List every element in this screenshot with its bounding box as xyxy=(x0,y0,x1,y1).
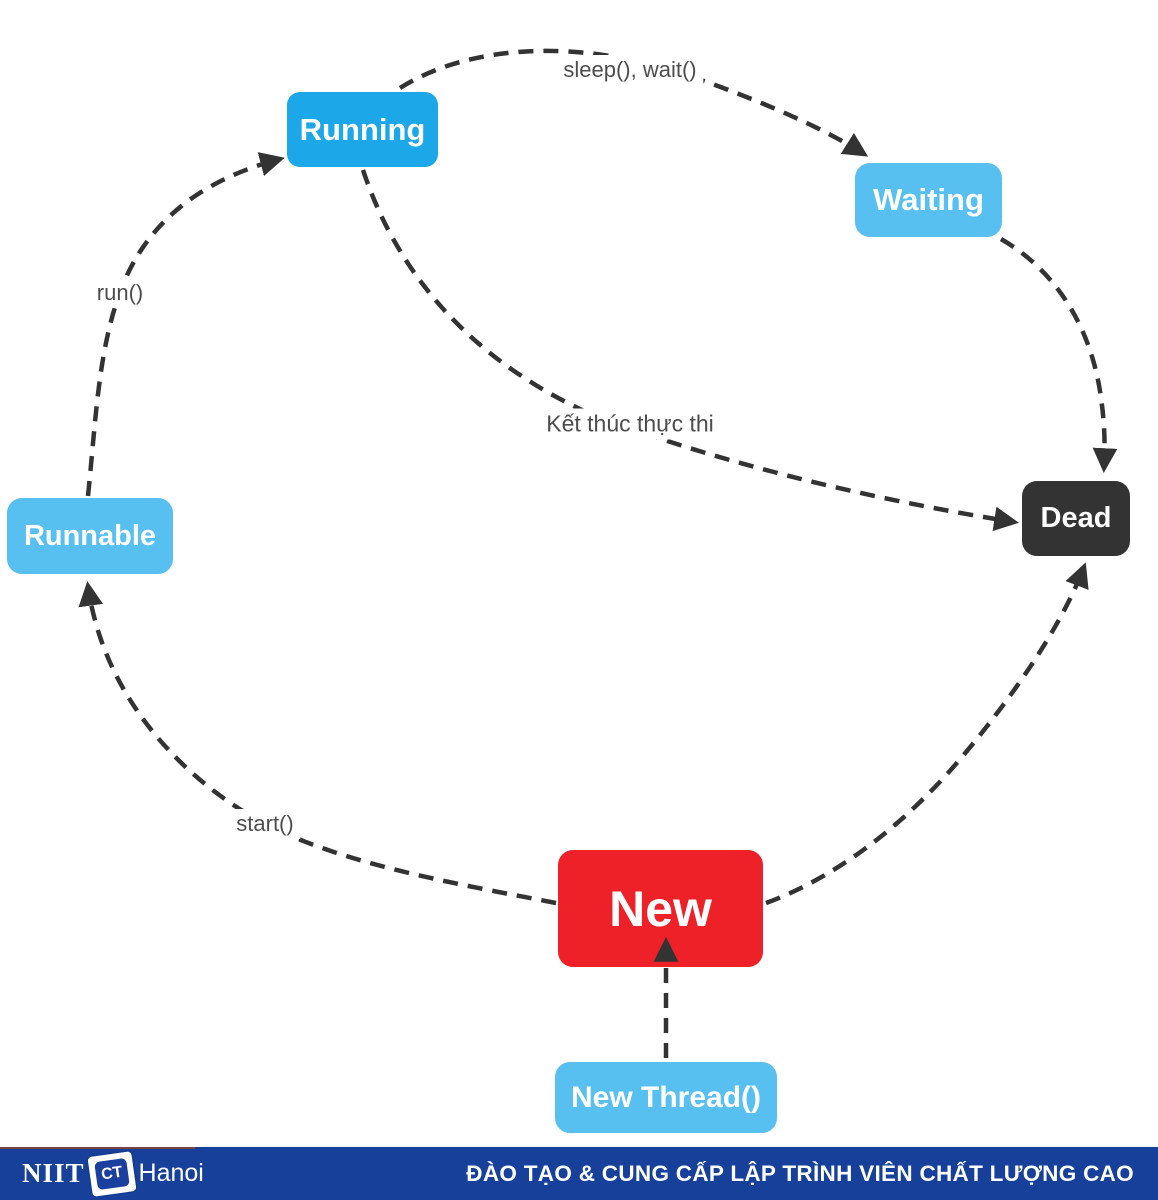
footer-tagline: ĐÀO TẠO & CUNG CẤP LẬP TRÌNH VIÊN CHẤT L… xyxy=(466,1160,1134,1186)
niit-hanoi-logo: NIIT CT Hanoi xyxy=(22,1150,204,1197)
edge-new-to-dead xyxy=(765,562,1089,906)
logo-hanoi-text: Hanoi xyxy=(138,1159,204,1187)
node-new-thread: New Thread() xyxy=(555,1062,777,1133)
edge-label-ket-thuc-thuc-thi: Kết thúc thực thi xyxy=(539,408,721,440)
node-runnable: Runnable xyxy=(7,498,173,574)
node-running: Running xyxy=(287,92,438,167)
edge-runnable-to-running xyxy=(85,152,285,497)
niit-logo-mark-icon: CT xyxy=(86,1150,137,1197)
edge-label-start: start() xyxy=(229,809,301,839)
footer-logo-edge xyxy=(0,1147,195,1149)
node-waiting: Waiting xyxy=(855,163,1002,237)
node-new: New xyxy=(558,850,763,967)
edge-waiting-to-dead xyxy=(999,237,1118,473)
node-dead: Dead xyxy=(1022,481,1130,556)
logo-niit-text: NIIT xyxy=(22,1158,85,1188)
niit-logo-mark-glyph: CT xyxy=(93,1157,130,1190)
edge-label-sleep-wait: sleep(), wait() xyxy=(556,55,704,85)
edge-label-run: run() xyxy=(89,278,151,308)
edge-new-to-runnable xyxy=(78,581,557,906)
footer-bar: NIIT CT Hanoi ĐÀO TẠO & CUNG CẤP LẬP TRÌ… xyxy=(0,1147,1158,1200)
